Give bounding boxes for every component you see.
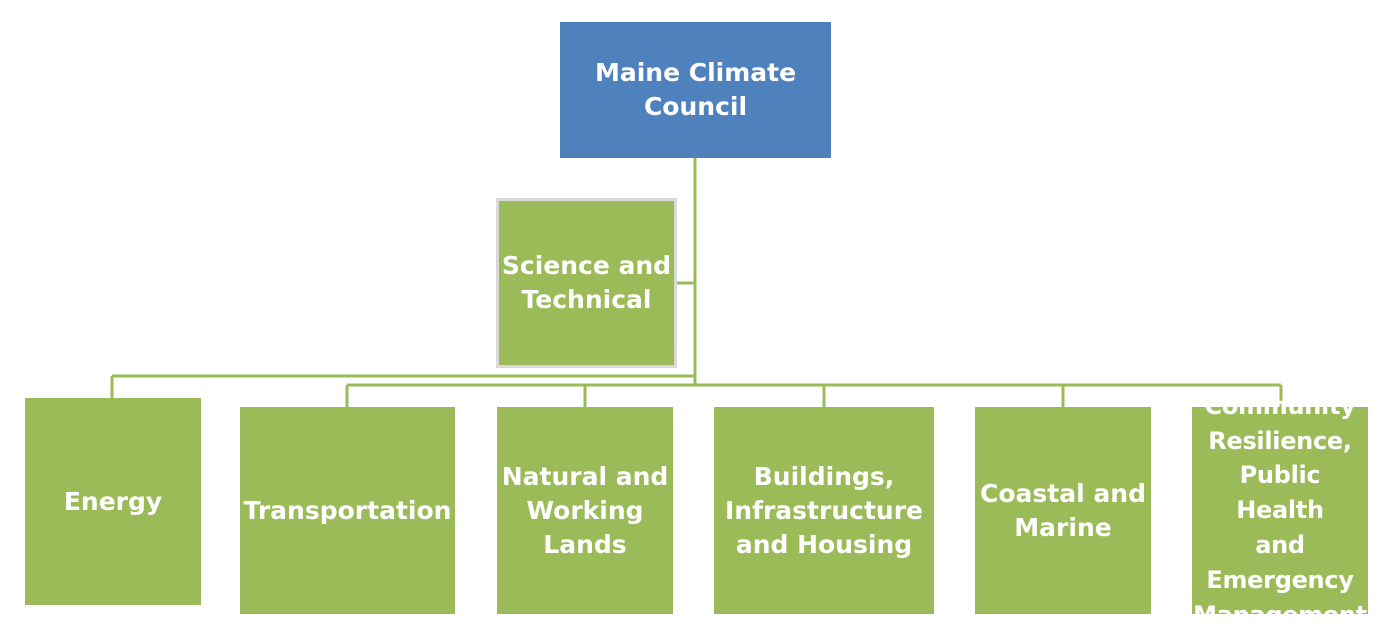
natural-and-working-lands-box: Natural and Working Lands [497, 407, 673, 614]
coastal-and-marine-box: Coastal and Marine [975, 407, 1151, 614]
science-and-technical-box: Science and Technical [496, 198, 677, 368]
community-resilience-box: Community Resilience, Public Health and … [1192, 391, 1368, 629]
transportation-box: Transportation [240, 407, 455, 614]
energy-box: Energy [25, 398, 201, 605]
buildings-infrastructure-housing-box: Buildings, Infrastructure and Housing [714, 407, 934, 614]
maine-climate-council-box: Maine Climate Council [560, 22, 831, 158]
